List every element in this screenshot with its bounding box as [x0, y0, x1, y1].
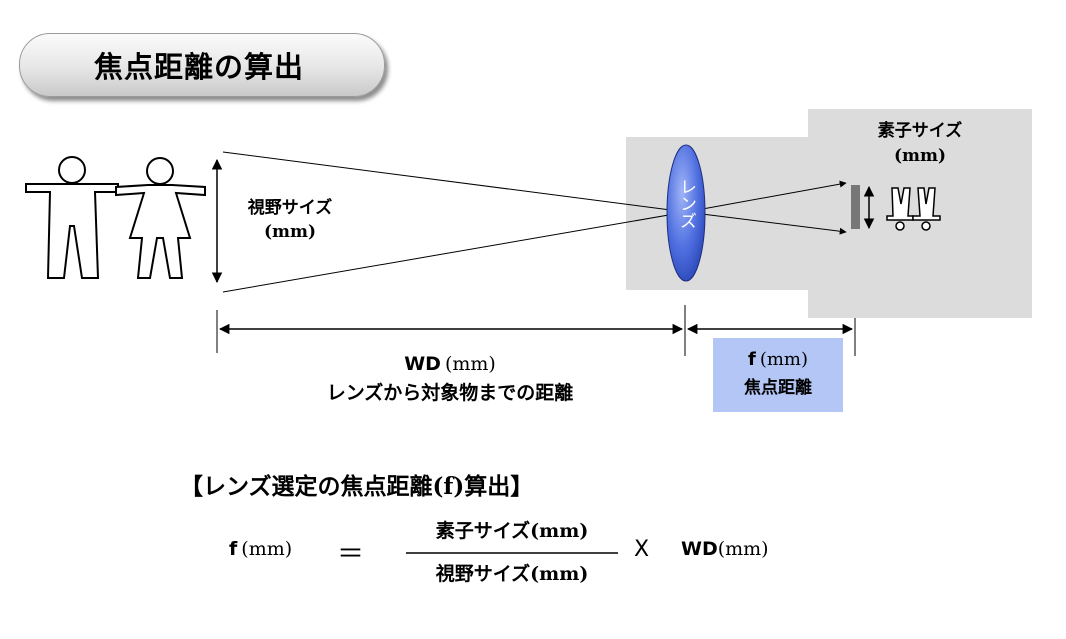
page-title: 焦点距離の算出 [94, 50, 305, 84]
f-label: f(mm) 焦点距離 [744, 349, 812, 398]
sensor-label: 素子サイズ (mm) [877, 121, 963, 166]
formula-rhs: WD(mm) [681, 538, 769, 560]
formula-numerator: 素子サイズ(mm) [435, 520, 589, 542]
inverted-image-icon [886, 187, 941, 231]
formula-heading: 【レンズ選定の焦点距離(f)算出】 [180, 473, 534, 500]
title-banner [19, 33, 385, 97]
formula-denominator: 視野サイズ(mm) [435, 563, 589, 585]
formula-equals: ＝ [337, 539, 364, 570]
person-female-icon [115, 157, 206, 279]
focal-length-box [713, 338, 843, 412]
sensor-bar [851, 185, 860, 229]
formula-times: X [634, 537, 650, 562]
fov-label: 視野サイズ (mm) [247, 198, 333, 242]
person-male-icon [25, 156, 119, 279]
wd-label: WD(mm) レンズから対象物までの距離 [326, 353, 574, 404]
lens-label: レンズ [676, 178, 696, 229]
dimension-ticks [216, 305, 856, 356]
light-rays [222, 151, 847, 293]
lens-shape [666, 144, 706, 282]
formula-lhs: f(mm) [229, 538, 293, 560]
